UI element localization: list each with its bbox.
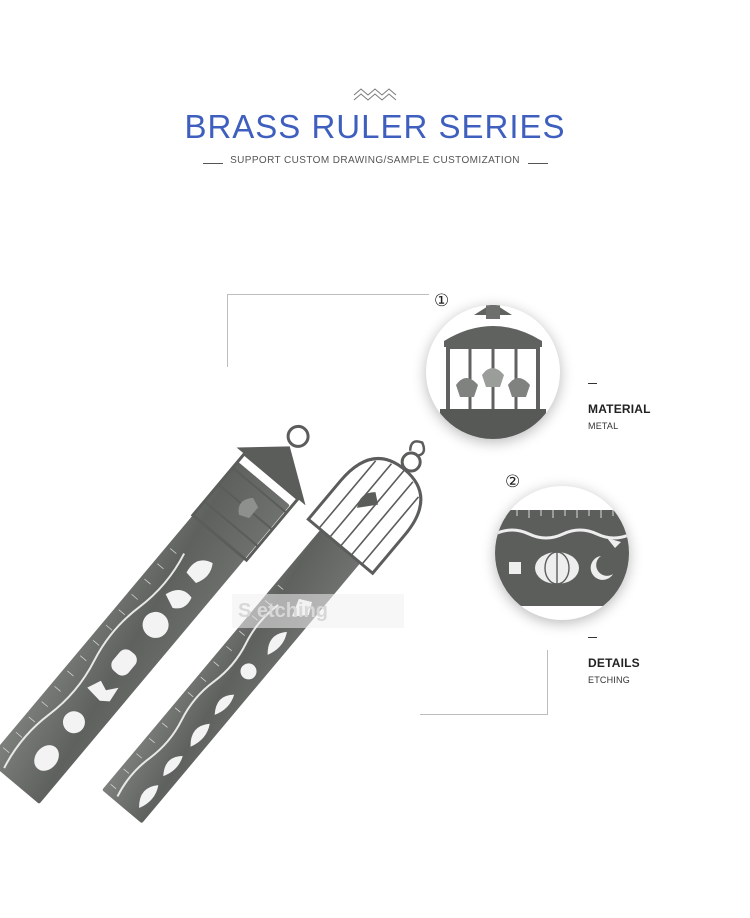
bracket-line-top — [227, 294, 429, 367]
details-label: DETAILS — [588, 656, 640, 670]
subtitle-line-right — [528, 163, 548, 164]
material-value: METAL — [588, 421, 619, 431]
detail-marker-1: ① — [434, 291, 450, 310]
watermark: S etching — [232, 594, 404, 628]
subtitle-row: SUPPORT CUSTOM DRAWING/SAMPLE CUSTOMIZAT… — [0, 155, 750, 171]
bracket-line-bottom — [420, 650, 548, 715]
page-title: BRASS RULER SERIES — [184, 108, 566, 145]
details-value: ETCHING — [588, 675, 630, 685]
page-subtitle: SUPPORT CUSTOM DRAWING/SAMPLE CUSTOMIZAT… — [230, 155, 520, 166]
zigzag-icon — [353, 88, 397, 101]
detail-closeup-etching — [495, 486, 629, 620]
left-ruler — [0, 424, 310, 804]
detail-marker-2: ② — [505, 472, 521, 491]
details-dash — [588, 637, 597, 638]
carousel-closeup-image — [440, 305, 546, 439]
material-label: MATERIAL — [588, 402, 651, 416]
subtitle-line-left — [203, 163, 223, 164]
right-ruler-cutouts — [139, 598, 312, 809]
detail-closeup-material — [426, 305, 560, 439]
material-dash — [588, 383, 597, 384]
etching-closeup-image — [495, 510, 629, 606]
left-ruler-cutouts — [34, 560, 213, 771]
